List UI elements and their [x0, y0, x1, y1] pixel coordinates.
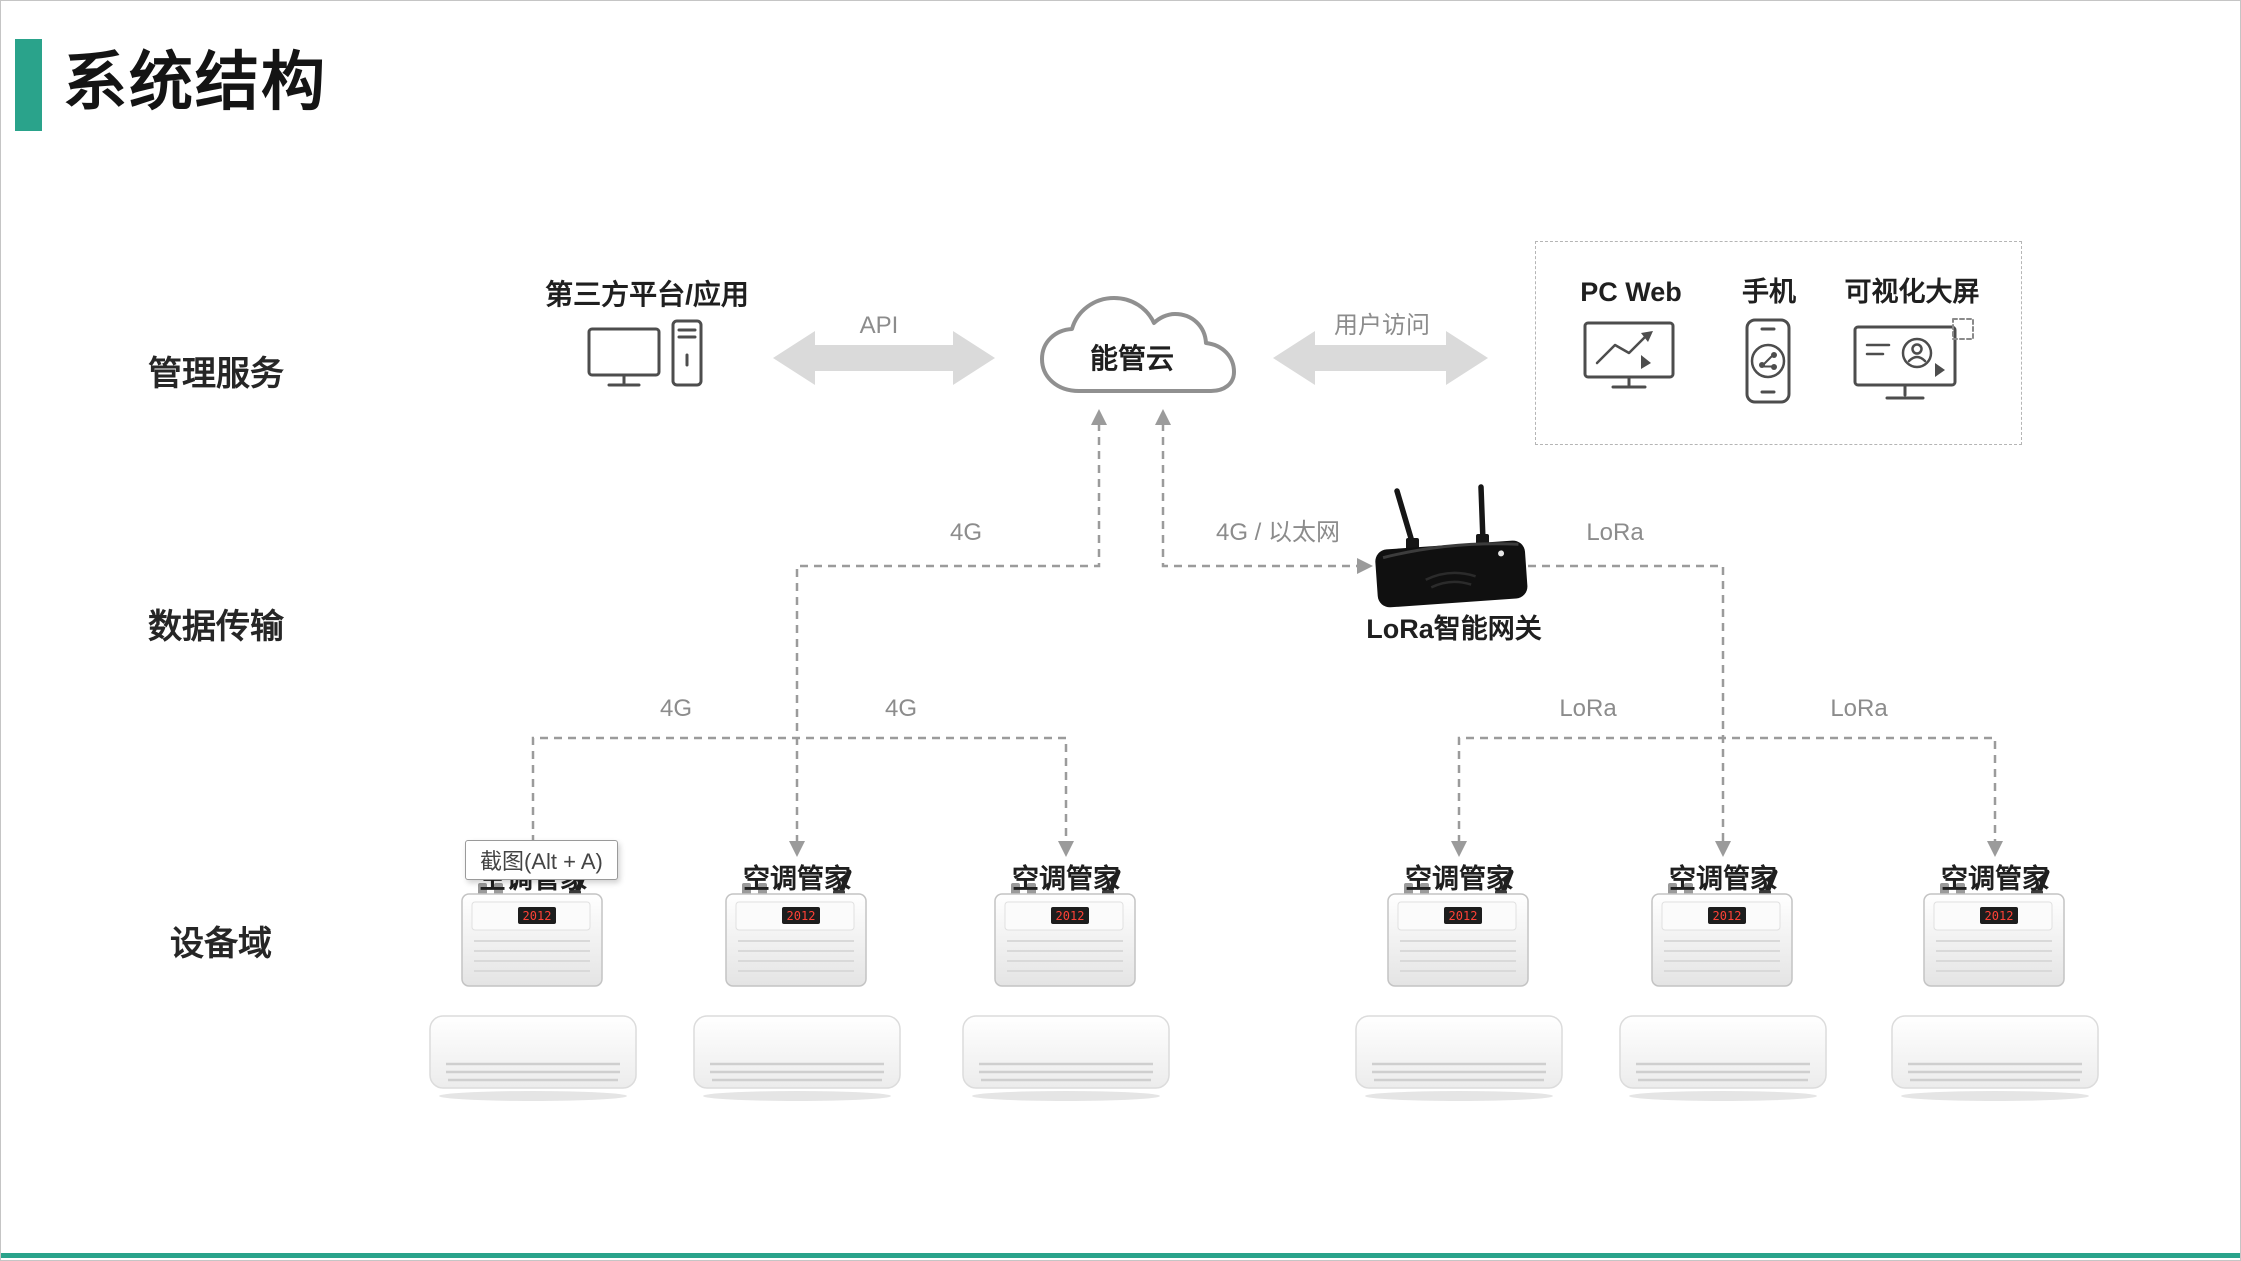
cloud-icon: [1040, 296, 1236, 393]
ac-unit-1: [428, 1014, 638, 1102]
mobile-label: 手机: [1742, 277, 1796, 307]
controller-label-6: 空调管家: [1941, 864, 2049, 894]
big-screen-icon: [1853, 318, 1974, 400]
api-arrow: [773, 331, 995, 385]
ac-unit-4: [1354, 1014, 1564, 1102]
third-party-label: 第三方平台/应用: [545, 279, 749, 310]
connector-gateway-lora: [1528, 564, 1725, 843]
user-access-label: 用户访问: [1334, 312, 1430, 339]
link-4g-ethernet-label: 4G / 以太网: [1215, 519, 1341, 546]
pc-web-icon: [1583, 321, 1675, 389]
api-link-label: API: [859, 312, 899, 339]
link-4g-left-2-label: 4G: [884, 695, 917, 722]
layer-label-device: 设备域: [170, 925, 272, 963]
link-lora-right-2-label: LoRa: [1830, 695, 1888, 722]
pc-web-label: PC Web: [1580, 277, 1682, 307]
page-title: 系统结构: [63, 46, 327, 118]
controller-label-5: 空调管家: [1669, 864, 1777, 894]
ac-unit-2: [692, 1014, 902, 1102]
controller-label-3: 空调管家: [1012, 864, 1120, 894]
ac-unit-3: [961, 1014, 1171, 1102]
lora-gateway-icon: [1375, 484, 1528, 608]
footer-accent-line: [1, 1253, 2240, 1258]
connector-left-group: [531, 736, 1068, 843]
link-4g-cloud-label: 4G: [949, 519, 982, 546]
mobile-phone-icon: [1745, 318, 1791, 404]
gateway-label: LoRa智能网关: [1366, 614, 1542, 644]
title-accent-bar: [15, 39, 42, 131]
layer-label-management: 管理服务: [148, 355, 284, 393]
controller-label-4: 空调管家: [1405, 864, 1513, 894]
link-lora-right-1-label: LoRa: [1559, 695, 1617, 722]
cloud-label: 能管云: [1089, 343, 1174, 374]
big-screen-label: 可视化大屏: [1844, 277, 1980, 307]
third-party-computer-icon: [587, 319, 703, 387]
controller-label-2: 空调管家: [743, 864, 851, 894]
screenshot-tooltip: 截图(Alt + A): [465, 840, 618, 880]
connector-gateway-cloud: [1161, 423, 1359, 568]
link-4g-left-1-label: 4G: [659, 695, 692, 722]
ac-unit-6: [1890, 1014, 2100, 1102]
ac-unit-5: [1618, 1014, 1828, 1102]
connector-right-group: [1457, 736, 1997, 843]
user-access-arrow: [1273, 331, 1488, 385]
clients-group-box: [1535, 241, 2022, 445]
link-lora-label: LoRa: [1586, 519, 1644, 546]
connector-4g-cloud: [795, 423, 1101, 843]
layer-label-transmission: 数据传输: [148, 608, 284, 646]
connector-arrowheads: [525, 409, 2003, 857]
